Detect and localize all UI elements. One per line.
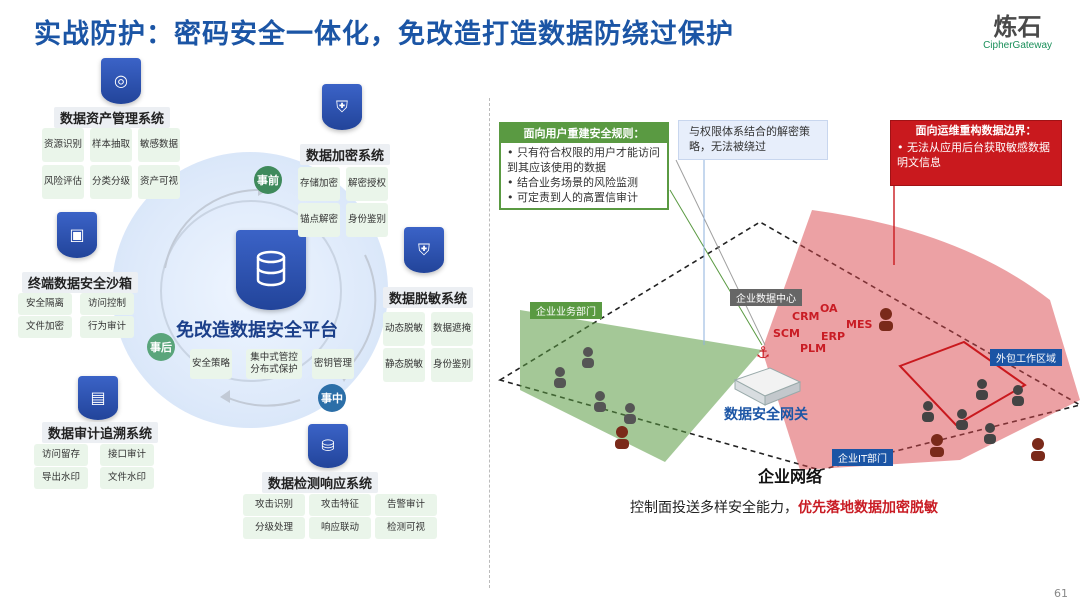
cycle-ring [160,200,342,382]
detect-item: 分级处理 [243,517,305,539]
page-number: 61 [1054,587,1068,600]
detect-item: 攻击特征 [309,494,371,516]
asset-system-title: 数据资产管理系统 [54,107,171,128]
terminal-item: 文件加密 [18,316,72,338]
list-item: • 无法从应用后台获取敏感数据明文信息 [897,141,1050,169]
logo-en: CipherGateway [983,40,1052,51]
asset-item: 资产可视 [138,165,180,199]
network-label: 企业网络 [758,467,823,486]
list-item: • 结合业务场景的风险监测 [507,176,638,189]
mask-shield-icon: ⛨ [404,227,444,273]
business-users [554,347,636,424]
mask-item: 动态脱敏 [383,312,425,346]
user-rules-title: 面向用户重建安全规则： [501,124,667,143]
panel-divider [489,98,490,588]
encrypt-item: 解密授权 [346,167,388,201]
encrypt-system-title: 数据加密系统 [300,144,391,165]
detect-item: 攻击识别 [243,494,305,516]
network-scene: ⚓ [498,120,1080,471]
terminal-item: 访问控制 [80,293,134,315]
blue-callout-line-a [675,159,766,346]
terminal-item: 安全隔离 [18,293,72,315]
asset-item: 资源识别 [42,128,84,162]
lock-shield-icon: ⛨ [322,84,362,130]
center-item: 密钥管理 [312,349,354,379]
attacker-icon [615,308,1045,461]
ops-boundary-area [762,210,1080,470]
asset-item: 风险评估 [42,165,84,199]
center-item: 集中式管控分布式保护 [246,349,302,379]
audit-shield-icon: ▤ [78,376,118,420]
database-shield-icon [236,230,306,310]
database-check-shield-icon: ⛁ [308,424,348,468]
encrypt-item: 身份鉴别 [346,203,388,237]
list-item: • 只有符合权限的用户才能访问到其应该使用的数据 [507,146,660,174]
audit-item: 接口审计 [100,444,154,466]
mask-item: 数据遮掩 [431,312,473,346]
phase-after: 事后 [147,333,175,361]
phase-during: 事中 [318,384,346,412]
user-rules-box: 面向用户重建安全规则： • 只有符合权限的用户才能访问到其应该使用的数据 • 结… [499,122,669,210]
app-label: ERP [821,330,846,343]
list-item: • 可定责到人的高置信审计 [507,191,638,204]
audit-item: 文件水印 [100,467,154,489]
center-item: 安全策略 [190,349,232,379]
slide-title: 实战防护：密码安全一体化，免改造打造数据防绕过保护 [34,19,734,50]
database-icon [256,250,286,287]
right-caption: 控制面投送多样安全能力，优先落地数据加密脱敏 [630,500,938,516]
mask-item: 静态脱敏 [383,348,425,382]
asset-item: 样本抽取 [90,128,132,162]
detect-item: 响应联动 [309,517,371,539]
terminal-system-title: 终端数据安全沙箱 [22,272,139,293]
user-rules-list: • 只有符合权限的用户才能访问到其应该使用的数据 • 结合业务场景的风险监测 •… [501,143,667,207]
mask-item: 身份鉴别 [431,348,473,382]
tag-it-dept: 企业IT部门 [832,449,894,466]
gateway-device-front [764,381,801,406]
phase-before: 事前 [254,166,282,194]
outsource-zone-outline [898,340,1027,427]
cycle-arc-right [343,254,377,373]
cycle-arc-bottom [223,395,301,407]
cycle-arc-top [164,188,263,269]
tag-data-center: 企业数据中心 [730,289,802,306]
audit-item: 访问留存 [34,444,88,466]
encrypt-item: 存储加密 [298,167,340,201]
asset-shield-icon: ◎ [101,58,141,104]
it-users [922,379,1024,444]
right-diagram: ⚓ 面向用户重建安全规则： • 只有符合权限的用户才能访问到其应该使用的数据 •… [490,0,1080,608]
tag-business-dept: 企业业务部门 [530,302,602,319]
asset-item: 分类分级 [90,165,132,199]
app-label: CRM [792,310,820,323]
cycle-arrowhead-bottom [220,390,230,403]
anchor-icon: ⚓ [756,343,770,362]
decrypt-policy-box: 与权限体系结合的解密策略，无法被绕过 [678,120,828,160]
detect-item: 检测可视 [375,517,437,539]
logo-cn: 炼石 [993,13,1042,41]
platform-title: 免改造数据安全平台 [176,320,338,341]
detect-system-title: 数据检测响应系统 [262,472,379,493]
app-label: OA [820,302,838,315]
ops-boundary-title: 面向运维重构数据边界： [915,124,1037,137]
app-label: MES [846,318,873,331]
asset-item: 敏感数据 [138,128,180,162]
tag-outsource-zone: 外包工作区域 [990,349,1062,366]
app-label: SCM [773,327,800,340]
brand-logo: 炼石 CipherGateway [983,14,1052,51]
audit-item: 导出水印 [34,467,88,489]
mask-system-title: 数据脱敏系统 [383,287,474,308]
detect-item: 告警审计 [375,494,437,516]
green-callout-line [669,189,763,346]
ops-boundary-box: 面向运维重构数据边界： • 无法从应用后台获取敏感数据明文信息 [890,120,1062,186]
terminal-item: 行为审计 [80,316,134,338]
enterprise-network-outline [498,221,1080,471]
gateway-label: 数据安全网关 [724,407,808,423]
encrypt-item: 锚点解密 [298,203,340,237]
app-label: PLM [800,342,827,355]
left-diagram: 免改造数据安全平台 安全策略 集中式管控分布式保护 密钥管理 事前 事中 事后 … [0,0,490,608]
audit-system-title: 数据审计追溯系统 [42,422,159,443]
user-access-area [520,310,762,462]
toolbox-shield-icon: ▣ [57,212,97,258]
